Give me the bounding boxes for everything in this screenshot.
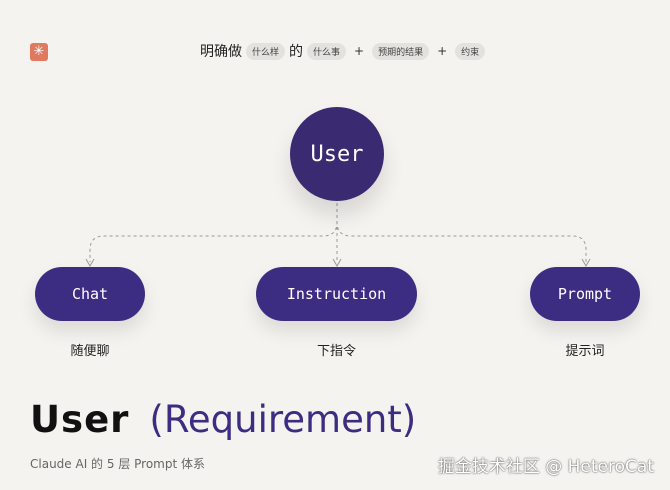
header-tag-constraints: 约束	[455, 42, 486, 60]
chat-node: Chat	[35, 267, 145, 321]
title-main: User	[30, 398, 130, 441]
user-node: User	[290, 107, 384, 201]
title-requirement: (Requirement)	[149, 398, 417, 441]
header-plus: +	[437, 44, 448, 58]
connector-to-chat	[89, 203, 338, 262]
watermark: 掘金技术社区 @ HeteroCat	[437, 457, 654, 477]
page-title: User (Requirement)	[30, 398, 416, 441]
connector-to-prompt	[336, 203, 587, 262]
header-tag-what-kind: 什么样	[246, 42, 286, 60]
arrow-head-prompt	[581, 258, 591, 268]
instruction-sublabel: 下指令	[316, 344, 356, 359]
instruction-node: Instruction	[256, 267, 417, 321]
arrow-head-instruction	[332, 258, 342, 268]
page-subtitle: Claude AI 的 5 层 Prompt 体系	[30, 457, 205, 471]
prompt-sublabel: 提示词	[565, 344, 605, 359]
header-formula: 明确做 什么样 的 什么事 + 预期的结果 + 约束	[200, 41, 486, 61]
sparkle-logo-icon: ✳	[30, 43, 48, 61]
header-lead: 明确做	[200, 44, 242, 60]
chat-sublabel: 随便聊	[70, 344, 110, 359]
header-tag-what-task: 什么事	[307, 42, 347, 60]
arrow-head-chat	[85, 258, 95, 268]
header-connector: 的	[289, 44, 304, 60]
prompt-node: Prompt	[530, 267, 640, 321]
header-plus: +	[354, 44, 365, 58]
header-tag-expected-result: 预期的结果	[372, 42, 430, 60]
